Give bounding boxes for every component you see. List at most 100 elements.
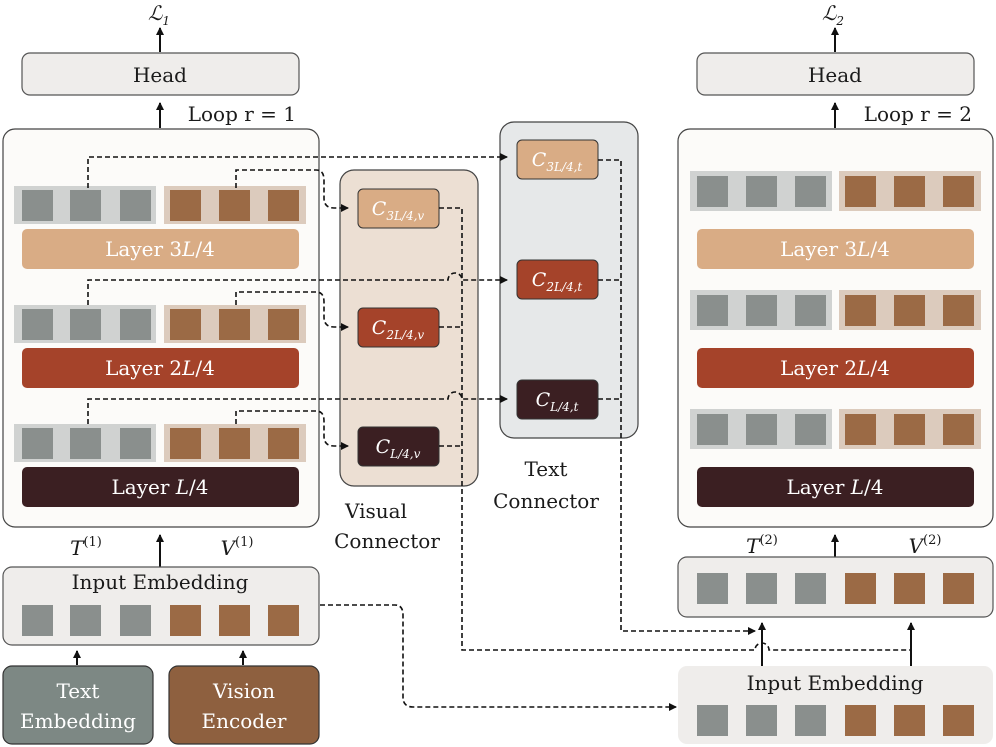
token-row-34-loop2 <box>690 171 981 211</box>
link-l4-visual <box>235 410 349 450</box>
text-token <box>746 414 777 445</box>
layer-2l4-loop1-label: Layer 2L/4 <box>105 356 215 380</box>
token-row-14-loop2 <box>690 409 981 449</box>
text-token <box>120 428 151 459</box>
layer-3l4-loop1 <box>22 229 299 269</box>
connector-l4-v-label: CL/4,v <box>376 436 421 461</box>
layer-2l4-loop2-label: Layer 2L/4 <box>780 356 890 380</box>
visual-token <box>219 190 250 221</box>
visual-token <box>943 176 974 207</box>
text-token <box>795 705 826 736</box>
text-token <box>70 309 101 340</box>
text-token <box>22 428 53 459</box>
text-embedding-label-1: Text <box>57 679 100 703</box>
visual-token <box>894 176 925 207</box>
loop-1: ℒ1 Head Loop r = 1 Layer 3L/4 <box>2 1 320 745</box>
layer-l4-loop2 <box>697 467 974 507</box>
text-token <box>746 176 777 207</box>
layer-3l4-loop2-label: Layer 3L/4 <box>780 237 890 261</box>
visual-token <box>268 605 299 636</box>
text-token <box>795 176 826 207</box>
text-token <box>22 190 53 221</box>
text-token <box>746 295 777 326</box>
text-token <box>120 605 151 636</box>
visual-token <box>845 573 876 604</box>
link-2l4-visual <box>235 291 349 331</box>
token-row-34-loop1 <box>14 186 306 224</box>
text-token <box>697 176 728 207</box>
text-token <box>697 414 728 445</box>
layer-l4-loop1 <box>22 467 299 507</box>
token-row-14-loop1 <box>14 424 306 462</box>
layer-2l4-loop1 <box>22 348 299 388</box>
visual-token <box>219 428 250 459</box>
vision-encoder-label-2: Encoder <box>202 709 287 733</box>
connector-3l4-v-label: C3L/4,v <box>372 198 425 223</box>
head-1-label: Head <box>133 63 187 87</box>
visual-token <box>219 605 250 636</box>
vision-encoder-block <box>168 665 320 745</box>
text-token <box>70 428 101 459</box>
text-token <box>697 573 728 604</box>
text-token <box>70 190 101 221</box>
input-embedding-1-label: Input Embedding <box>72 570 249 594</box>
visual-token <box>845 705 876 736</box>
visual-token <box>219 309 250 340</box>
head-2-label: Head <box>808 63 862 87</box>
loss-1-symbol: ℒ1 <box>148 1 170 28</box>
embed-1-to-embed-2 <box>320 604 677 711</box>
connector-2l4-t-label: C2L/4,t <box>532 269 583 294</box>
visual-token <box>894 414 925 445</box>
text-token <box>795 573 826 604</box>
visual-token <box>170 428 201 459</box>
text-connector-title-2: Connector <box>493 489 599 513</box>
text-token <box>697 705 728 736</box>
visual-token <box>845 176 876 207</box>
layer-l4-loop2-label: Layer L/4 <box>786 475 883 499</box>
text-token <box>795 295 826 326</box>
visual-token <box>943 295 974 326</box>
text-token <box>746 573 777 604</box>
text-token <box>120 309 151 340</box>
text-token <box>120 190 151 221</box>
link-3l4-text <box>87 153 508 188</box>
layer-3l4-loop1-label: Layer 3L/4 <box>105 237 215 261</box>
connector-2l4-v-label: C2L/4,v <box>372 317 425 342</box>
token-row-24-loop1 <box>14 305 306 343</box>
input-embedding-2-label: Input Embedding <box>747 671 924 695</box>
head-2 <box>696 52 975 96</box>
visual-connector: C3L/4,v C2L/4,v CL/4,v Visual Connector <box>334 169 479 553</box>
t2-label: T(2) <box>746 533 778 558</box>
visual-connector-title-1: Visual <box>344 499 407 523</box>
t1-label: T(1) <box>70 535 102 560</box>
visual-token <box>170 605 201 636</box>
visual-token <box>845 414 876 445</box>
connector-l4-t-label: CL/4,t <box>536 389 579 414</box>
text-connector-title-1: Text <box>525 457 568 481</box>
visual-token <box>268 309 299 340</box>
text-token <box>697 295 728 326</box>
visual-token <box>894 295 925 326</box>
text-embedding-label-2: Embedding <box>20 709 136 733</box>
link-3l4-visual <box>235 169 349 212</box>
loop-1-label: Loop r = 1 <box>188 102 296 126</box>
text-embedding-block <box>2 665 154 745</box>
text-token <box>795 414 826 445</box>
visual-token <box>894 705 925 736</box>
visual-out-bus <box>439 207 911 651</box>
visual-token <box>943 414 974 445</box>
dashed-connections <box>87 153 911 711</box>
v2-label: V(2) <box>909 533 942 558</box>
vision-encoder-label-1: Vision <box>212 679 275 703</box>
visual-connector-title-2: Connector <box>334 529 440 553</box>
visual-token <box>943 705 974 736</box>
visual-token <box>894 573 925 604</box>
loop-2: ℒ2 Head Loop r = 2 Layer 3L/4 <box>677 1 994 744</box>
v1-label: V(1) <box>221 535 254 560</box>
visual-token <box>845 295 876 326</box>
token-row-24-loop2 <box>690 290 981 330</box>
link-l4-text <box>87 391 508 424</box>
visual-token <box>268 190 299 221</box>
head-1 <box>21 52 300 96</box>
text-token <box>70 605 101 636</box>
